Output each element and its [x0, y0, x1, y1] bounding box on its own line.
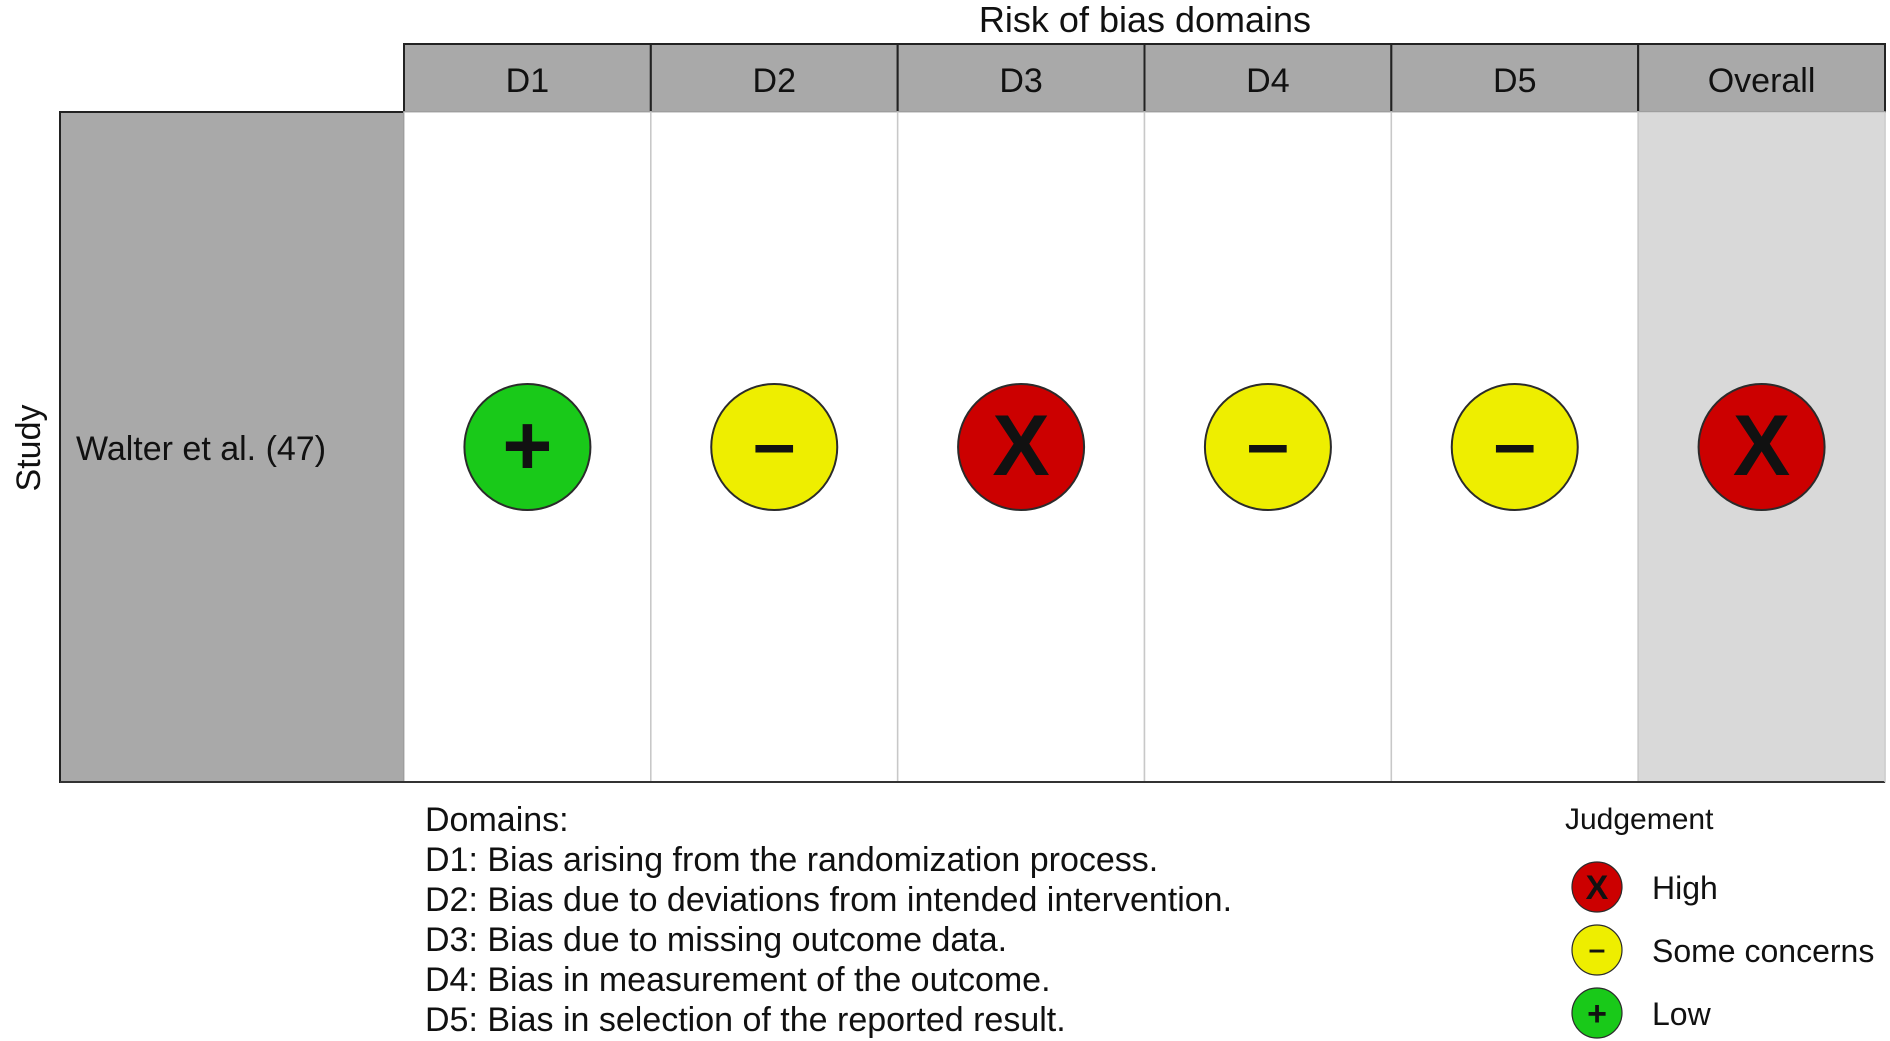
- study-label-panel: [59, 111, 405, 783]
- judgement-legend-symbol: –: [1589, 933, 1606, 966]
- domain-header-cell: [649, 43, 899, 113]
- domain-header-label: D5: [1493, 62, 1536, 100]
- domain-header-cell: [1637, 43, 1886, 113]
- domain-header-cell: [403, 43, 652, 113]
- judgement-circle: [710, 383, 839, 511]
- domains-legend-heading: Domains:: [425, 801, 569, 839]
- judgement-legend-circle: [1571, 924, 1623, 976]
- domain-header-d4: D4: [1143, 43, 1393, 113]
- judgement-symbol: –: [1494, 401, 1536, 486]
- domains-legend-item: D5: Bias in selection of the reported re…: [425, 1001, 1066, 1039]
- judgement-legend-label: Low: [1652, 996, 1712, 1032]
- domain-header-label: D1: [506, 62, 549, 100]
- domain-header-label: D2: [753, 62, 796, 100]
- judgement-legend-item-low: + Low: [1571, 987, 1712, 1039]
- judgement-legend-circle: [1571, 987, 1623, 1039]
- domain-header-label: D3: [999, 62, 1042, 100]
- domain-header-row: D1 D2 D3 D4 D5 Overall: [403, 43, 1886, 113]
- judgement-legend-item-some-concerns: – Some concerns: [1571, 924, 1874, 976]
- judgement-legend-title: Judgement: [1565, 803, 1714, 836]
- domain-header-cell: [896, 43, 1146, 113]
- judgement-circle: [1203, 383, 1332, 511]
- judgement-marker-d4-some-concerns: –: [1203, 383, 1332, 511]
- domain-header-d2: D2: [649, 43, 899, 113]
- study-label: Walter et al. (47): [76, 430, 326, 468]
- study-rows: Walter et al. (47) + – X – – X: [76, 383, 1826, 511]
- judgement-legend-symbol: +: [1587, 995, 1607, 1033]
- judgement-symbol: –: [1247, 401, 1289, 486]
- domain-header-d5: D5: [1390, 43, 1640, 113]
- judgement-circle: [463, 383, 592, 511]
- domains-legend-item: D4: Bias in measurement of the outcome.: [425, 961, 1051, 999]
- domain-header-d3: D3: [896, 43, 1146, 113]
- judgement-legend-label: Some concerns: [1652, 933, 1874, 969]
- domains-legend: Domains:D1: Bias arising from the random…: [425, 801, 1232, 1039]
- judgement-marker-d3-high: X: [957, 383, 1086, 511]
- domain-header-label: Overall: [1708, 62, 1816, 100]
- judgement-circle: [1450, 383, 1579, 511]
- y-axis-label: Study: [10, 405, 48, 492]
- domain-header-d1: D1: [403, 43, 652, 113]
- domains-legend-item: D2: Bias due to deviations from intended…: [425, 881, 1232, 919]
- judgement-legend-item-high: X High: [1571, 861, 1718, 913]
- domains-legend-item: D3: Bias due to missing outcome data.: [425, 921, 1007, 959]
- domain-header-label: D4: [1246, 62, 1289, 100]
- study-row: Walter et al. (47) + – X – – X: [76, 383, 1826, 511]
- judgement-symbol: X: [1733, 398, 1790, 494]
- judgement-circle: [957, 383, 1086, 511]
- judgement-marker-d5-some-concerns: –: [1450, 383, 1579, 511]
- judgement-symbol: +: [502, 398, 552, 494]
- judgement-marker-d2-some-concerns: –: [710, 383, 839, 511]
- chart-title: Risk of bias domains: [979, 0, 1311, 40]
- judgement-legend-symbol: X: [1586, 869, 1609, 907]
- judgement-marker-overall-high: X: [1697, 383, 1826, 511]
- judgement-circle: [1697, 383, 1826, 511]
- judgement-legend-label: High: [1652, 870, 1718, 906]
- judgement-symbol: –: [753, 401, 795, 486]
- domains-legend-item: D1: Bias arising from the randomization …: [425, 841, 1158, 879]
- judgement-marker-d1-low: +: [463, 383, 592, 511]
- judgement-symbol: X: [992, 398, 1049, 494]
- judgement-legend-circle: [1571, 861, 1623, 913]
- domain-header-overall: Overall: [1637, 43, 1886, 113]
